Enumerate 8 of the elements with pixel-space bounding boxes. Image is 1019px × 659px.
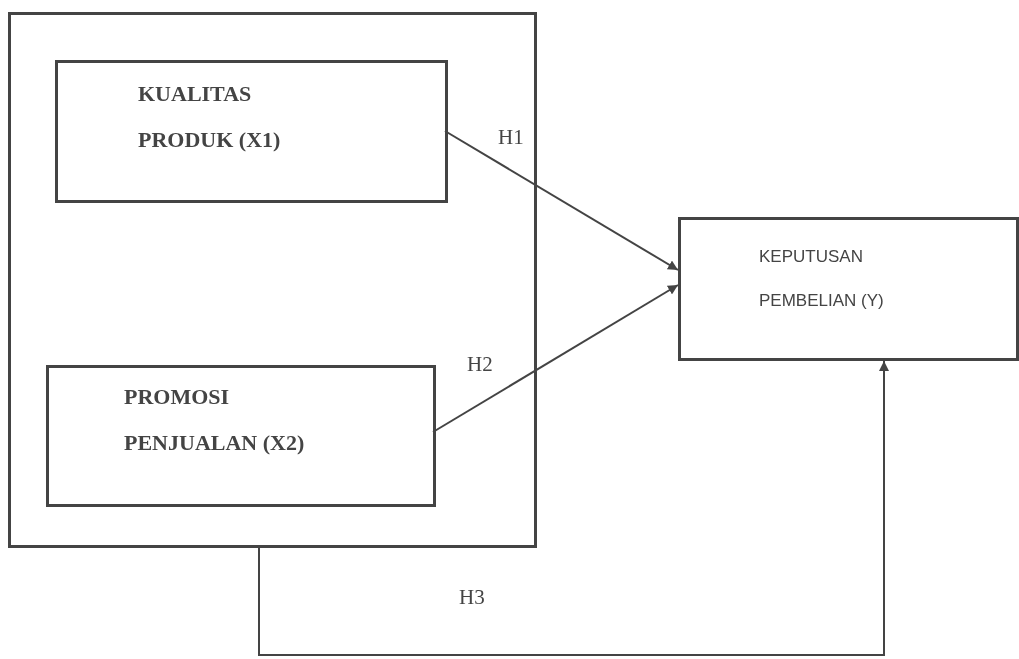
variable-label: KEPUTUSAN PEMBELIAN (Y)	[759, 246, 885, 312]
variable-label: KUALITAS PRODUK (X1)	[138, 80, 282, 154]
variable-box	[55, 60, 448, 203]
variable-label: PROMOSI PENJUALAN (X2)	[124, 383, 306, 457]
group-box	[8, 12, 537, 548]
arrow	[258, 360, 889, 656]
variable-box	[46, 365, 436, 507]
variable-box	[678, 217, 1019, 361]
